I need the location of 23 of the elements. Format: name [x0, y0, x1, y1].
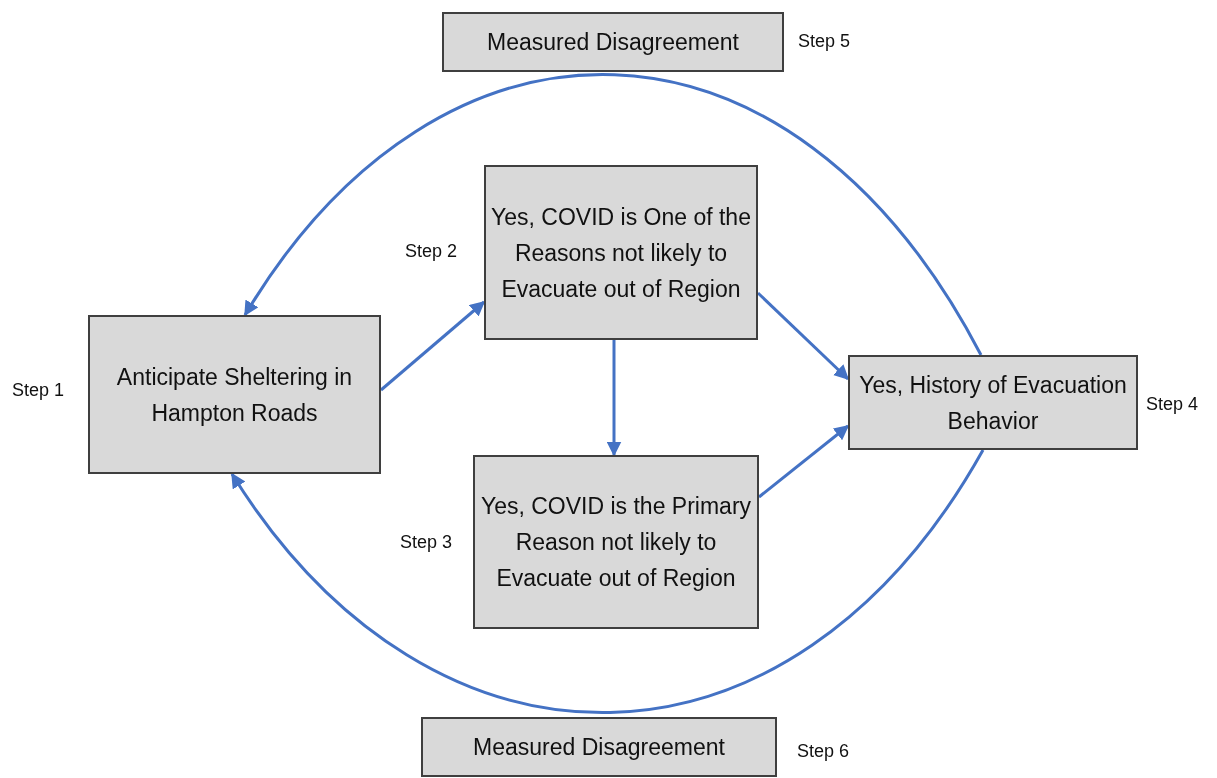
box-label: Measured Disagreement	[487, 28, 739, 57]
process-box	[484, 165, 758, 340]
step-label: Step 2	[405, 241, 458, 262]
box-label: Yes, COVID is the Primary Reason not likely to Evacuate out of Region	[479, 492, 753, 593]
arrow	[606, 340, 622, 457]
process-box	[473, 455, 759, 629]
box-label: Yes, History of Evacuation Behavior	[858, 370, 1128, 436]
process-box	[442, 12, 784, 72]
process-box	[848, 355, 1138, 450]
arrow	[230, 449, 985, 714]
step-label: Step 6	[797, 741, 850, 762]
arrow	[758, 424, 850, 499]
step-label: Step 3	[400, 532, 453, 553]
arrow	[380, 300, 486, 392]
process-box	[88, 315, 381, 474]
step-label: Step 1	[12, 380, 65, 401]
step-label: Step 5	[798, 31, 851, 52]
box-label: Measured Disagreement	[473, 733, 725, 762]
arrow	[243, 73, 983, 356]
process-box	[421, 717, 777, 777]
box-label: Yes, COVID is One of the Reasons not likely to Evacuate out of Region	[490, 202, 752, 304]
step-label: Step 4	[1146, 394, 1199, 415]
box-label: Anticipate Sheltering in Hampton Roads	[115, 362, 354, 428]
